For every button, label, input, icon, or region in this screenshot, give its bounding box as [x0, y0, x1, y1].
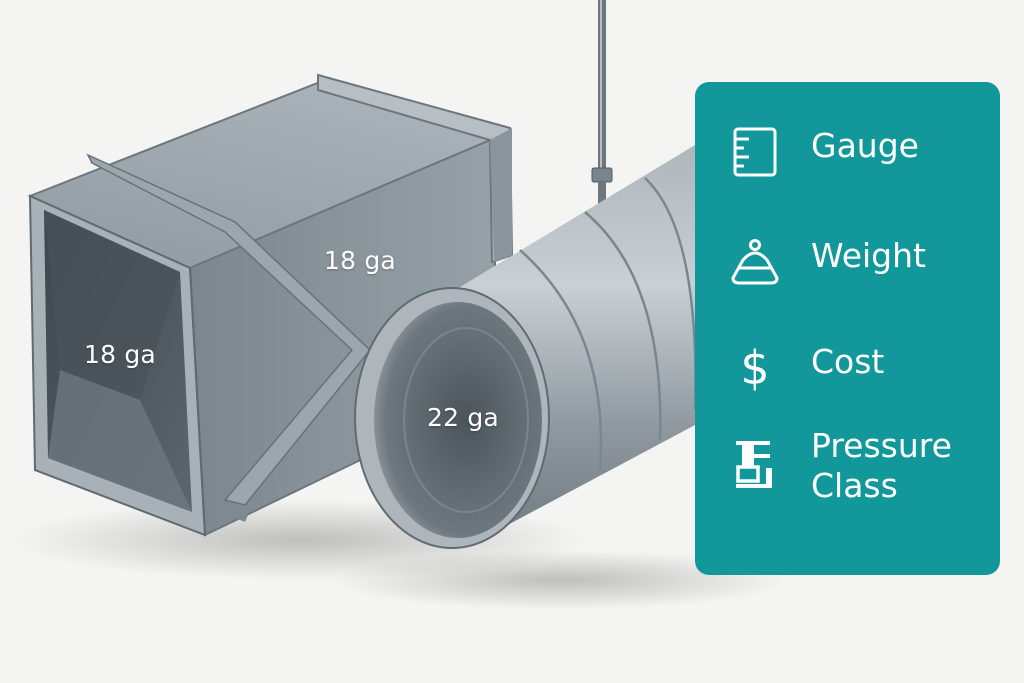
- feature-panel: Gauge Weight $ Cost Pr: [695, 82, 1000, 575]
- feature-weight-label: Weight: [811, 236, 926, 275]
- feature-gauge: Gauge: [695, 122, 1000, 192]
- rectangular-duct-front-gauge-label: 18 ga: [84, 340, 156, 369]
- round-duct: [354, 145, 697, 549]
- ruler-icon: [729, 126, 781, 178]
- rectangular-duct-top-gauge-label: 18 ga: [324, 246, 396, 275]
- feature-gauge-label: Gauge: [811, 126, 919, 165]
- dollar-glyph: $: [740, 341, 770, 395]
- feature-cost-label: Cost: [811, 342, 885, 381]
- weight-icon: [729, 236, 781, 288]
- duct-shadow: [330, 550, 790, 610]
- pressure-class-icon: [729, 438, 781, 490]
- feature-weight: Weight: [695, 192, 1000, 298]
- round-duct-gauge-label: 22 ga: [427, 403, 499, 432]
- feature-pressure-class-label: Pressure Class: [811, 426, 952, 505]
- feature-cost: $ Cost: [695, 298, 1000, 402]
- feature-pressure-class: Pressure Class: [695, 402, 1000, 522]
- rectangular-duct: [27, 73, 514, 537]
- dollar-icon: $: [729, 342, 781, 394]
